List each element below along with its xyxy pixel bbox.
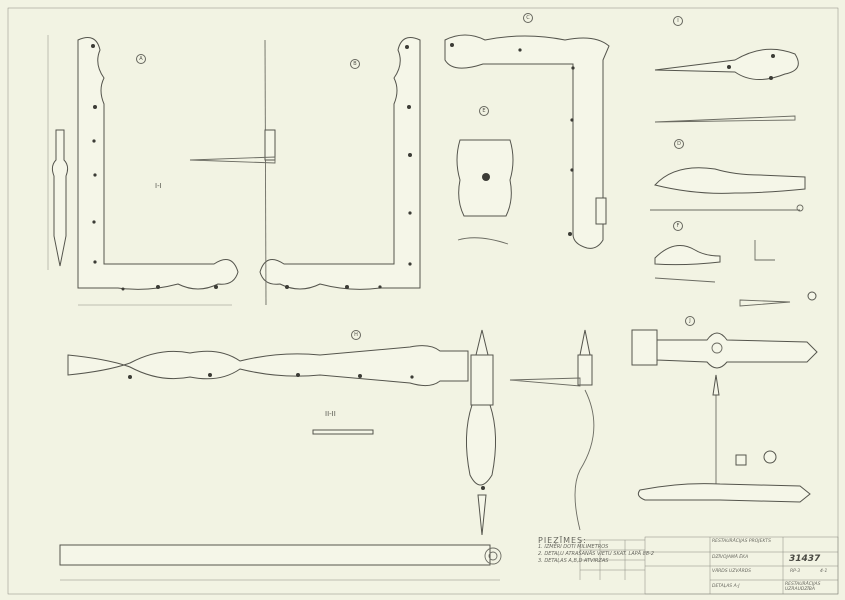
hinge-detail-a [47, 35, 239, 306]
latch-detail-j [631, 329, 818, 503]
hinge-detail-c [444, 34, 610, 249]
detail-label-d: D [674, 139, 684, 149]
note-1: 1. IZMĒRI DOTI MILIMETROS [538, 544, 609, 550]
title-approved: RESTAURĀCIJAS UZRAUDZĪBA [785, 582, 821, 592]
detail-label-j: J [685, 316, 695, 326]
title-object: DZĪVOJAMĀ ĒKA [712, 555, 749, 560]
handle-detail-f [654, 240, 817, 307]
detail-label-f: F [673, 221, 683, 231]
sheet-border [7, 7, 839, 595]
title-sheet: 4-1 [820, 569, 828, 574]
bar-detail [59, 544, 502, 581]
detail-label-c: C [523, 13, 533, 23]
escutcheon-detail-e [456, 139, 514, 245]
title-block-grid [579, 536, 839, 595]
notes-block: PIEZĪMES: 1. IZMĒRI DOTI MILIMETROS 2. D… [538, 537, 654, 565]
detail-label-a: A [136, 54, 146, 64]
hinge-detail-i [654, 48, 799, 123]
drawing-number: 31437 [789, 554, 821, 564]
section-label-1: I-I [155, 182, 162, 190]
title-project: RESTAURĀCIJAS PROJEKTS [712, 539, 772, 544]
strap-hinge-detail-h [67, 329, 595, 536]
notes-title: PIEZĪMES: [538, 536, 587, 545]
detail-label-b: B [350, 59, 360, 69]
section-label-2: II-II [325, 410, 336, 418]
note-3: 3. DETAĻAS A,B,D ATVIRZAS [538, 558, 609, 564]
title-designer: VĀRDS UZVĀRDS [712, 569, 752, 574]
title-sheet-title: DETAĻAS A-J [712, 584, 740, 589]
detail-label-i: I [673, 16, 683, 26]
title-stage: RP-3 [790, 569, 801, 574]
note-2: 2. DETAĻU ATRAŠANĀS VIETU SKAT. LAPĀ 88-… [538, 551, 655, 557]
detail-label-e: E [479, 106, 489, 116]
detail-label-h: H [351, 330, 361, 340]
hinge-detail-b [189, 37, 421, 306]
handle-detail-d [650, 167, 806, 212]
